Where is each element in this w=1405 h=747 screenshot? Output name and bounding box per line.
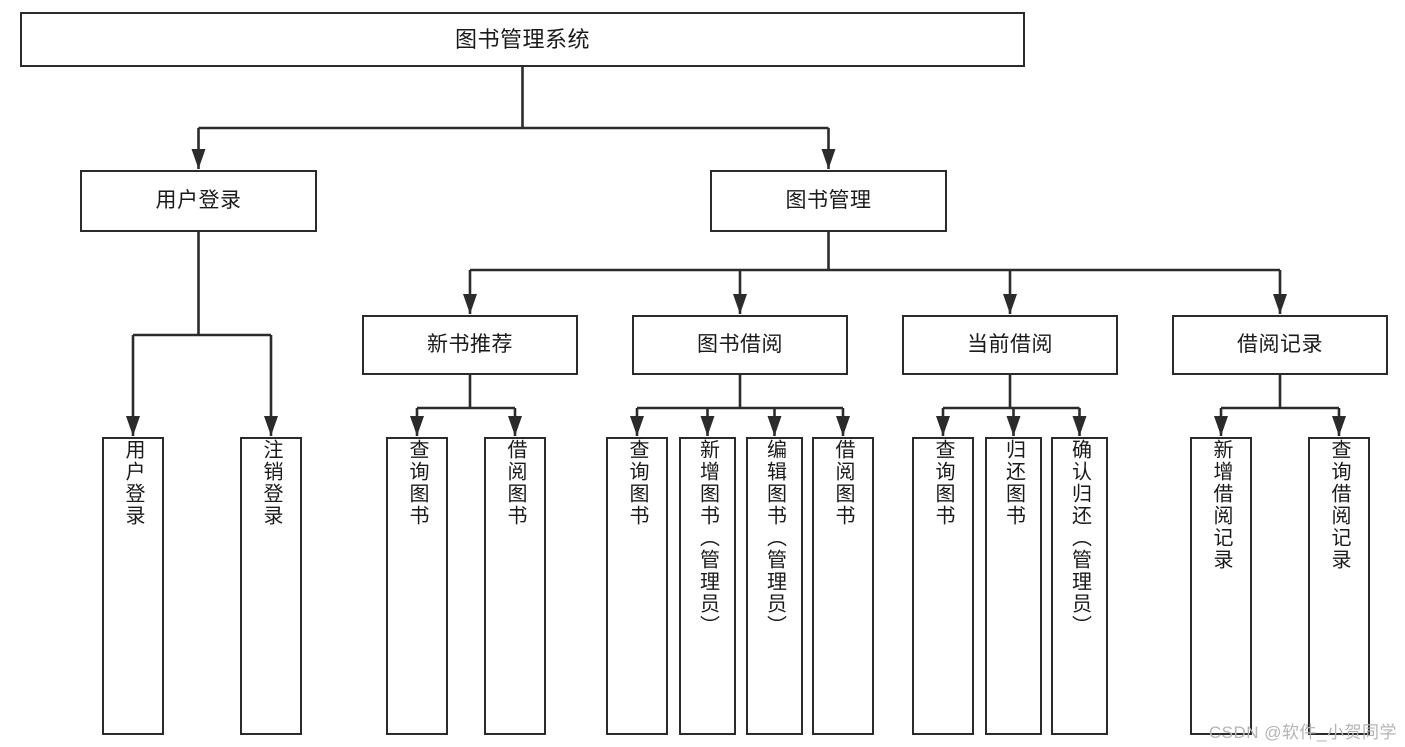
node-label: 确认归还（管理员） xyxy=(1068,439,1091,637)
node-label: 归还图书 xyxy=(1002,439,1025,527)
node-book-borrow[interactable]: 图书借阅 xyxy=(632,315,848,375)
node-label: 编辑图书（管理员） xyxy=(763,439,786,637)
node-label: 查询借阅记录 xyxy=(1328,439,1350,571)
node-user-login[interactable]: 用户登录 xyxy=(80,170,317,232)
node-borrow-record[interactable]: 借阅记录 xyxy=(1172,315,1388,375)
node-book-manage[interactable]: 图书管理 xyxy=(710,170,947,232)
arrowhead-new-book-rec xyxy=(463,294,477,314)
arrowhead-leaf-br-add xyxy=(1214,416,1228,436)
node-label: 借阅图书 xyxy=(832,439,854,527)
node-label: 借阅记录 xyxy=(1237,332,1323,356)
arrowhead-leaf-cb-return xyxy=(1006,416,1021,436)
node-label: 图书管理 xyxy=(785,188,872,212)
node-leaf-bb-query[interactable]: 查询图书 xyxy=(606,437,668,735)
node-label: 用户登录 xyxy=(122,439,144,527)
node-leaf-br-add[interactable]: 新增借阅记录 xyxy=(1190,437,1252,735)
node-label: 新增图书（管理员） xyxy=(696,439,719,637)
arrowhead-book-manage xyxy=(821,149,836,169)
node-label: 查询图书 xyxy=(932,439,954,527)
node-label: 查询图书 xyxy=(626,439,648,527)
node-leaf-cb-confirm[interactable]: 确认归还（管理员） xyxy=(1051,437,1108,735)
node-label: 查询图书 xyxy=(406,439,428,527)
arrowhead-leaf-user-login xyxy=(126,416,140,436)
arrowhead-leaf-rec-borrow xyxy=(508,416,522,436)
node-label: 图书管理系统 xyxy=(454,26,590,52)
node-leaf-rec-borrow[interactable]: 借阅图书 xyxy=(484,437,546,735)
arrowhead-leaf-rec-query xyxy=(410,416,424,436)
arrowhead-book-borrow xyxy=(733,294,747,314)
arrowhead-leaf-br-query xyxy=(1332,416,1346,436)
node-label: 新增借阅记录 xyxy=(1210,439,1232,571)
node-leaf-cb-return[interactable]: 归还图书 xyxy=(985,437,1042,735)
arrowhead-leaf-bb-edit xyxy=(767,416,782,436)
arrowhead-leaf-cb-query xyxy=(936,416,950,436)
node-label: 新书推荐 xyxy=(427,332,513,356)
node-leaf-user-logout[interactable]: 注销登录 xyxy=(240,437,302,735)
node-leaf-bb-borrow[interactable]: 借阅图书 xyxy=(812,437,874,735)
node-leaf-cb-query[interactable]: 查询图书 xyxy=(912,437,974,735)
node-label: 借阅图书 xyxy=(504,439,526,527)
node-leaf-br-query[interactable]: 查询借阅记录 xyxy=(1308,437,1370,735)
arrowhead-leaf-bb-borrow xyxy=(836,416,850,436)
node-leaf-bb-edit[interactable]: 编辑图书（管理员） xyxy=(746,437,803,735)
arrowhead-leaf-user-logout xyxy=(264,416,278,436)
node-current-borrow[interactable]: 当前借阅 xyxy=(902,315,1118,375)
node-label: 图书借阅 xyxy=(697,332,783,356)
arrowhead-leaf-bb-query xyxy=(630,416,644,436)
node-leaf-rec-query[interactable]: 查询图书 xyxy=(386,437,448,735)
node-label: 注销登录 xyxy=(260,439,282,527)
node-root[interactable]: 图书管理系统 xyxy=(20,12,1025,67)
watermark-label: CSDN @软件_小贺同学 xyxy=(1208,723,1397,742)
node-new-book-rec[interactable]: 新书推荐 xyxy=(362,315,578,375)
arrowhead-current-borrow xyxy=(1003,294,1017,314)
arrowhead-borrow-record xyxy=(1273,294,1287,314)
arrowhead-leaf-bb-add xyxy=(700,416,715,436)
node-label: 用户登录 xyxy=(155,188,242,212)
node-leaf-bb-add[interactable]: 新增图书（管理员） xyxy=(679,437,736,735)
arrowhead-user-login xyxy=(191,149,206,169)
node-leaf-user-login[interactable]: 用户登录 xyxy=(102,437,164,735)
arrowhead-leaf-cb-confirm xyxy=(1072,416,1087,436)
node-label: 当前借阅 xyxy=(967,332,1053,356)
